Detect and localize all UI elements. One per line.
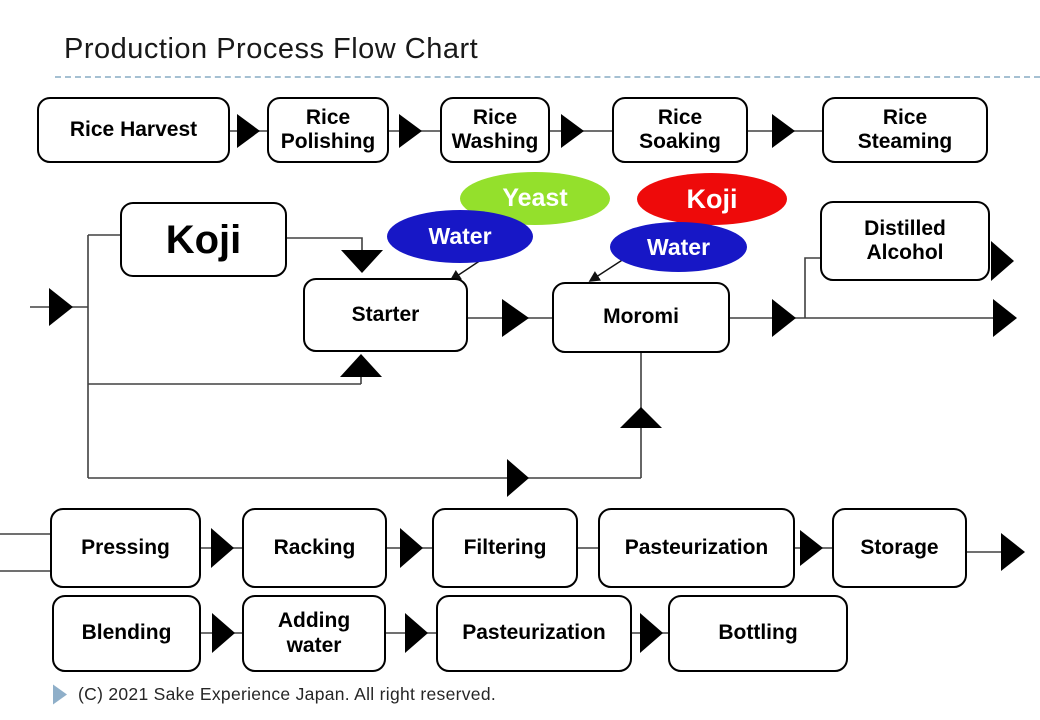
node-filtering: Filtering — [432, 508, 578, 588]
connector-steamed-rice-input — [30, 288, 88, 326]
connector-storage-output — [967, 533, 1025, 571]
ellipse-koji: Koji — [637, 173, 787, 225]
connector-polishing-washing — [389, 114, 440, 148]
node-koji: Koji — [120, 202, 287, 277]
node-rice-washing: Rice Washing — [440, 97, 550, 163]
node-pressing: Pressing — [50, 508, 201, 588]
node-distilled-alcohol: Distilled Alcohol — [820, 201, 990, 281]
connector-koji-starter — [287, 237, 383, 273]
connector-harvest-polishing — [230, 114, 267, 148]
connector-pressing-inputs — [0, 533, 50, 572]
node-rice-polishing: Rice Polishing — [267, 97, 389, 163]
node-racking: Racking — [242, 508, 387, 588]
node-rice-soaking: Rice Soaking — [612, 97, 748, 163]
connector-pasteurization-storage — [795, 530, 832, 566]
footer: (C) 2021 Sake Experience Japan. All righ… — [52, 684, 496, 705]
node-rice-steaming: Rice Steaming — [822, 97, 988, 163]
connector-blending-addingwater — [201, 613, 242, 653]
node-bottling: Bottling — [668, 595, 848, 672]
connector-addingwater-pasteurization — [386, 613, 436, 653]
footer-bullet-icon — [53, 684, 67, 705]
node-blending: Blending — [52, 595, 201, 672]
node-rice-harvest: Rice Harvest — [37, 97, 230, 163]
node-pasteurization-1: Pasteurization — [598, 508, 795, 588]
ellipse-water-1: Water — [387, 210, 533, 263]
footer-copyright: (C) 2021 Sake Experience Japan. All righ… — [78, 684, 497, 704]
node-starter: Starter — [303, 278, 468, 352]
connector-distilled-branch — [804, 257, 820, 318]
node-moromi: Moromi — [552, 282, 730, 353]
node-storage: Storage — [832, 508, 967, 588]
connector-racking-filtering — [387, 528, 432, 568]
connector-rice-moromi — [620, 353, 662, 478]
node-pasteurization-2: Pasteurization — [436, 595, 632, 672]
connector-distilled-output — [991, 241, 1014, 281]
title-divider — [55, 76, 1040, 78]
connector-washing-soaking — [550, 114, 612, 148]
connector-pasteurization-bottling — [632, 613, 668, 653]
connector-soaking-steaming — [748, 114, 822, 148]
connector-input-spine — [87, 234, 120, 478]
connector-pressing-racking — [201, 528, 242, 568]
connector-bottom-line — [88, 459, 641, 497]
page-title: Production Process Flow Chart — [64, 33, 479, 65]
connector-moromi-output — [730, 299, 1017, 337]
connector-rice-starter — [88, 354, 382, 385]
connector-starter-moromi — [468, 299, 552, 337]
node-adding-water: Adding water — [242, 595, 386, 672]
ellipse-water-2: Water — [610, 222, 747, 272]
